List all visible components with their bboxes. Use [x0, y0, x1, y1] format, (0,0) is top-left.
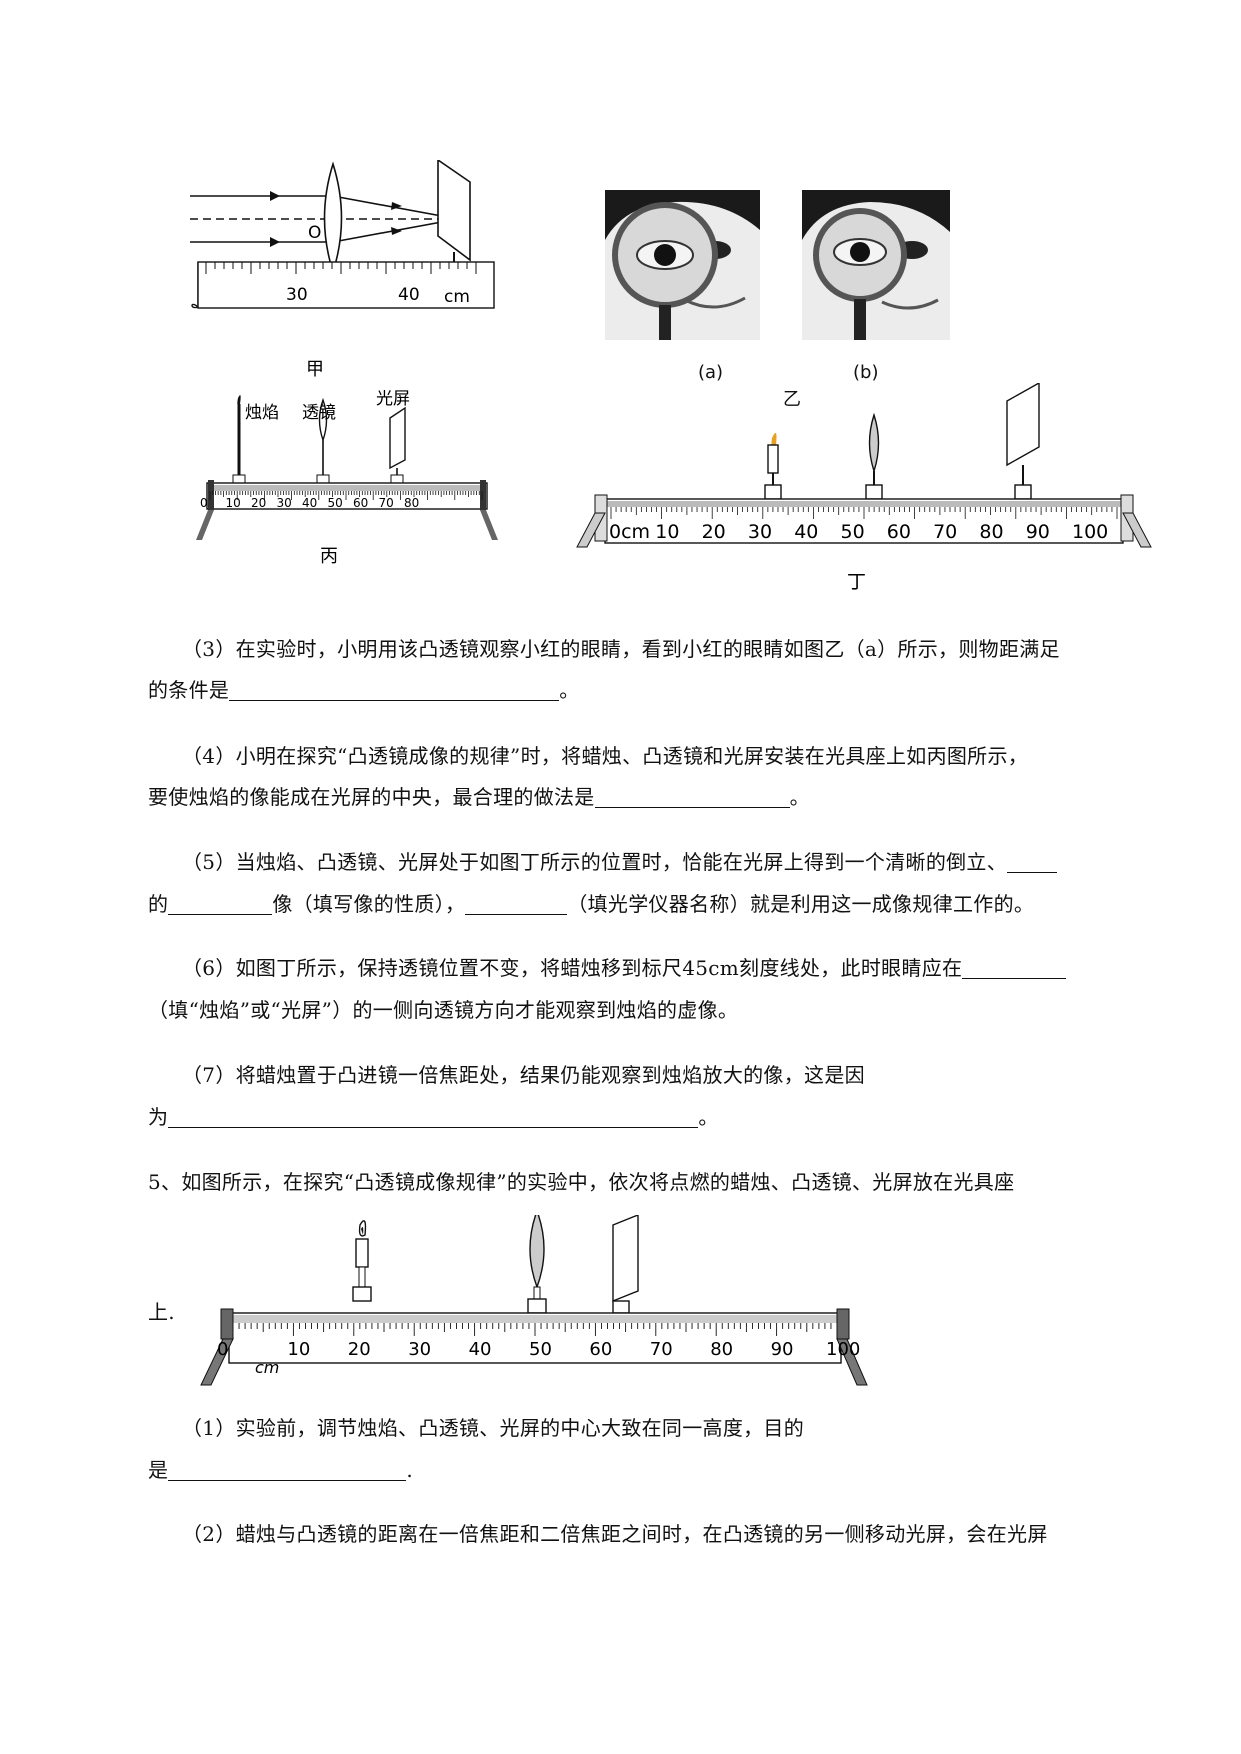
caption-ding: 丁: [847, 571, 866, 593]
q5-tick-label: 70: [650, 1339, 673, 1360]
figure-jia: O 30 40 cm 甲: [190, 160, 495, 380]
q5-tick-label: 20: [348, 1339, 371, 1360]
q3-line1: （3）在实验时，小明用该凸透镜观察小红的眼睛，看到小红的眼睛如图乙（a）所示，则…: [182, 637, 1060, 661]
p5q1-answer-blank[interactable]: [168, 1454, 407, 1481]
bing-tick-label: 30: [277, 496, 292, 510]
q7-answer-blank[interactable]: [168, 1101, 699, 1128]
q5-tick-label: 0: [217, 1339, 228, 1360]
q7-line2: 为。: [148, 1095, 1158, 1139]
q5p-line1: （5）当烛焰、凸透镜、光屏处于如图丁所示的位置时，恰能在光屏上得到一个清晰的倒立…: [148, 840, 1192, 884]
bing-tick-label: 0: [200, 496, 208, 510]
q3-line2: 的条件是。: [148, 668, 1158, 712]
q7-line1: （7）将蜡烛置于凸进镜一倍焦距处，结果仍能观察到烛焰放大的像，这是因: [182, 1063, 865, 1087]
lens-label-o: O: [308, 223, 321, 243]
caption-jia: 甲: [306, 359, 324, 380]
lens-label: 透镜: [302, 403, 336, 423]
q3-answer-blank[interactable]: [229, 674, 560, 701]
p5q1-line2: 是.: [148, 1448, 1158, 1492]
q6-line1: （6）如图丁所示，保持透镜位置不变，将蜡烛移到标尺45cm刻度线处，此时眼睛应在: [148, 946, 1192, 990]
ding-tick-label: 70: [933, 521, 957, 543]
ding-tick-label: 80: [979, 521, 1003, 543]
caption-yi: 乙: [783, 389, 801, 410]
q4-line2: 要使烛焰的像能成在光屏的中央，最合理的做法是。: [148, 775, 1158, 819]
q4-line1: （4）小明在探究“凸透镜成像的规律”时，将蜡烛、凸透镜和光屏安装在光具座上如丙图…: [182, 744, 1029, 768]
p5q1-line1: （1）实验前，调节烛焰、凸透镜、光屏的中心大致在同一高度，目的: [182, 1416, 805, 1440]
bing-tick-label: 70: [379, 496, 394, 510]
q5-tick-label: 40: [469, 1339, 492, 1360]
eye-photo-b: [802, 190, 950, 340]
ding-tick-label: 0cm: [609, 521, 650, 543]
photo-b-label: (b): [853, 362, 879, 383]
caption-bing: 丙: [320, 546, 338, 567]
ding-tick-label: 90: [1026, 521, 1050, 543]
q5p-blank-2[interactable]: [168, 888, 273, 915]
ding-tick-label: 50: [841, 521, 865, 543]
eye-photo-a: [605, 190, 760, 340]
tick-30: 30: [286, 285, 308, 305]
figure-q5: 0 10 20 30 40 50 60 70 80 90 100 cm: [200, 1215, 868, 1386]
photo-a-label: (a): [698, 362, 724, 383]
bing-tick-label: 20: [251, 496, 266, 510]
q5-tick-label: 60: [589, 1339, 612, 1360]
figure-bing: 烛焰 透镜 光屏 0 10 20 30 40 50 60 70 80 丙: [196, 390, 498, 567]
q6-line2: （填“烛焰”或“光屏”）的一侧向透镜方向才能观察到烛焰的虚像。: [148, 998, 739, 1022]
unit-cm: cm: [444, 287, 470, 307]
ding-tick-label: 100: [1072, 521, 1108, 543]
tick-40: 40: [398, 285, 420, 305]
bing-tick-label: 60: [353, 496, 368, 510]
bing-tick-label: 50: [328, 496, 343, 510]
bing-tick-label: 40: [302, 496, 317, 510]
ding-tick-label: 30: [748, 521, 772, 543]
q5-unit-cm: cm: [255, 1358, 279, 1377]
p5-line2: 上.: [148, 1300, 175, 1324]
q5-tick-label: 100: [826, 1339, 860, 1360]
q5-tick-label: 90: [771, 1339, 794, 1360]
q6-answer-blank[interactable]: [962, 952, 1067, 979]
q5p-line2: 的像（填写像的性质），（填光学仪器名称）就是利用这一成像规律工作的。: [148, 882, 1158, 926]
q5-tick-label: 80: [710, 1339, 733, 1360]
magnifier-photo-a: [605, 190, 760, 340]
ding-tick-label: 10: [655, 521, 679, 543]
ding-tick-label: 40: [794, 521, 818, 543]
q4-answer-blank[interactable]: [594, 781, 790, 808]
ding-tick-label: 60: [887, 521, 911, 543]
magnifier-photo-b: [802, 190, 950, 340]
q5p-blank-3[interactable]: [465, 888, 568, 915]
screen-label: 光屏: [376, 390, 410, 409]
q5-tick-label: 30: [408, 1339, 431, 1360]
ding-tick-label: 20: [702, 521, 726, 543]
p5q2-line1: （2）蜡烛与凸透镜的距离在一倍焦距和二倍焦距之间时，在凸透镜的另一侧移动光屏，会…: [182, 1522, 1048, 1546]
q5p-blank-1[interactable]: [1007, 846, 1058, 873]
q5-tick-label: 10: [287, 1339, 310, 1360]
p5-line1: 5、如图所示，在探究“凸透镜成像规律”的实验中，依次将点燃的蜡烛、凸透镜、光屏放…: [148, 1170, 1015, 1194]
candle-label: 烛焰: [245, 403, 279, 423]
bing-tick-label: 80: [404, 496, 419, 510]
q5-tick-label: 50: [529, 1339, 552, 1360]
bing-tick-label: 10: [226, 496, 241, 510]
